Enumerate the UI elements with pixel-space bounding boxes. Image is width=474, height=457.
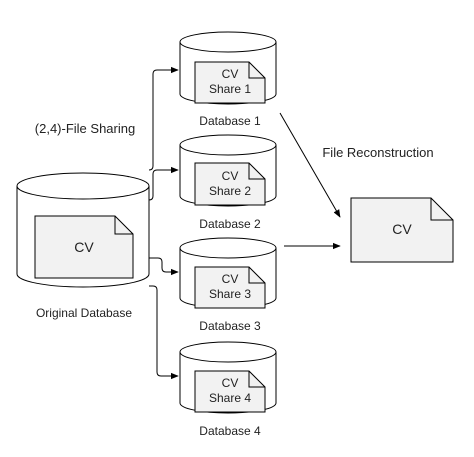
reconstructed-doc-label: CV bbox=[392, 221, 412, 237]
original-doc-label: CV bbox=[74, 239, 94, 255]
database-1-label: Database 1 bbox=[199, 114, 261, 128]
share-doc-title: CV bbox=[222, 376, 239, 390]
share-doc-name: Share 4 bbox=[209, 391, 251, 405]
database-2-label: Database 2 bbox=[199, 217, 261, 231]
share-document-icon bbox=[194, 162, 266, 206]
connector-db3 bbox=[149, 257, 179, 276]
connector-db2 bbox=[148, 166, 179, 201]
share-doc-name: Share 1 bbox=[209, 82, 251, 96]
share-document-icon bbox=[194, 370, 266, 413]
share-document-icon bbox=[194, 61, 266, 104]
original-database-label: Original Database bbox=[36, 306, 132, 320]
reconstruction-label: File Reconstruction bbox=[322, 145, 433, 160]
original-document-icon bbox=[34, 215, 134, 279]
database-3: CV Share 3 bbox=[179, 237, 277, 309]
share-doc-name: Share 3 bbox=[209, 287, 251, 301]
database-4-label: Database 4 bbox=[199, 424, 261, 438]
original-database: CV bbox=[16, 172, 150, 288]
sharing-label: (2,4)-File Sharing bbox=[35, 121, 135, 136]
share-document-icon bbox=[194, 266, 266, 309]
share-doc-title: CV bbox=[222, 169, 239, 183]
share-doc-title: CV bbox=[222, 272, 239, 286]
reconstructed-document-icon bbox=[350, 197, 454, 263]
connector-db4 bbox=[149, 285, 179, 380]
database-4: CV Share 4 bbox=[179, 341, 277, 414]
reconstruction-arrow-db1 bbox=[279, 112, 341, 218]
connector-db1 bbox=[148, 66, 179, 171]
database-1: CV Share 1 bbox=[179, 31, 277, 105]
database-2: CV Share 2 bbox=[179, 134, 277, 207]
database-3-label: Database 3 bbox=[199, 319, 261, 333]
share-doc-name: Share 2 bbox=[209, 184, 251, 198]
share-doc-title: CV bbox=[222, 67, 239, 81]
